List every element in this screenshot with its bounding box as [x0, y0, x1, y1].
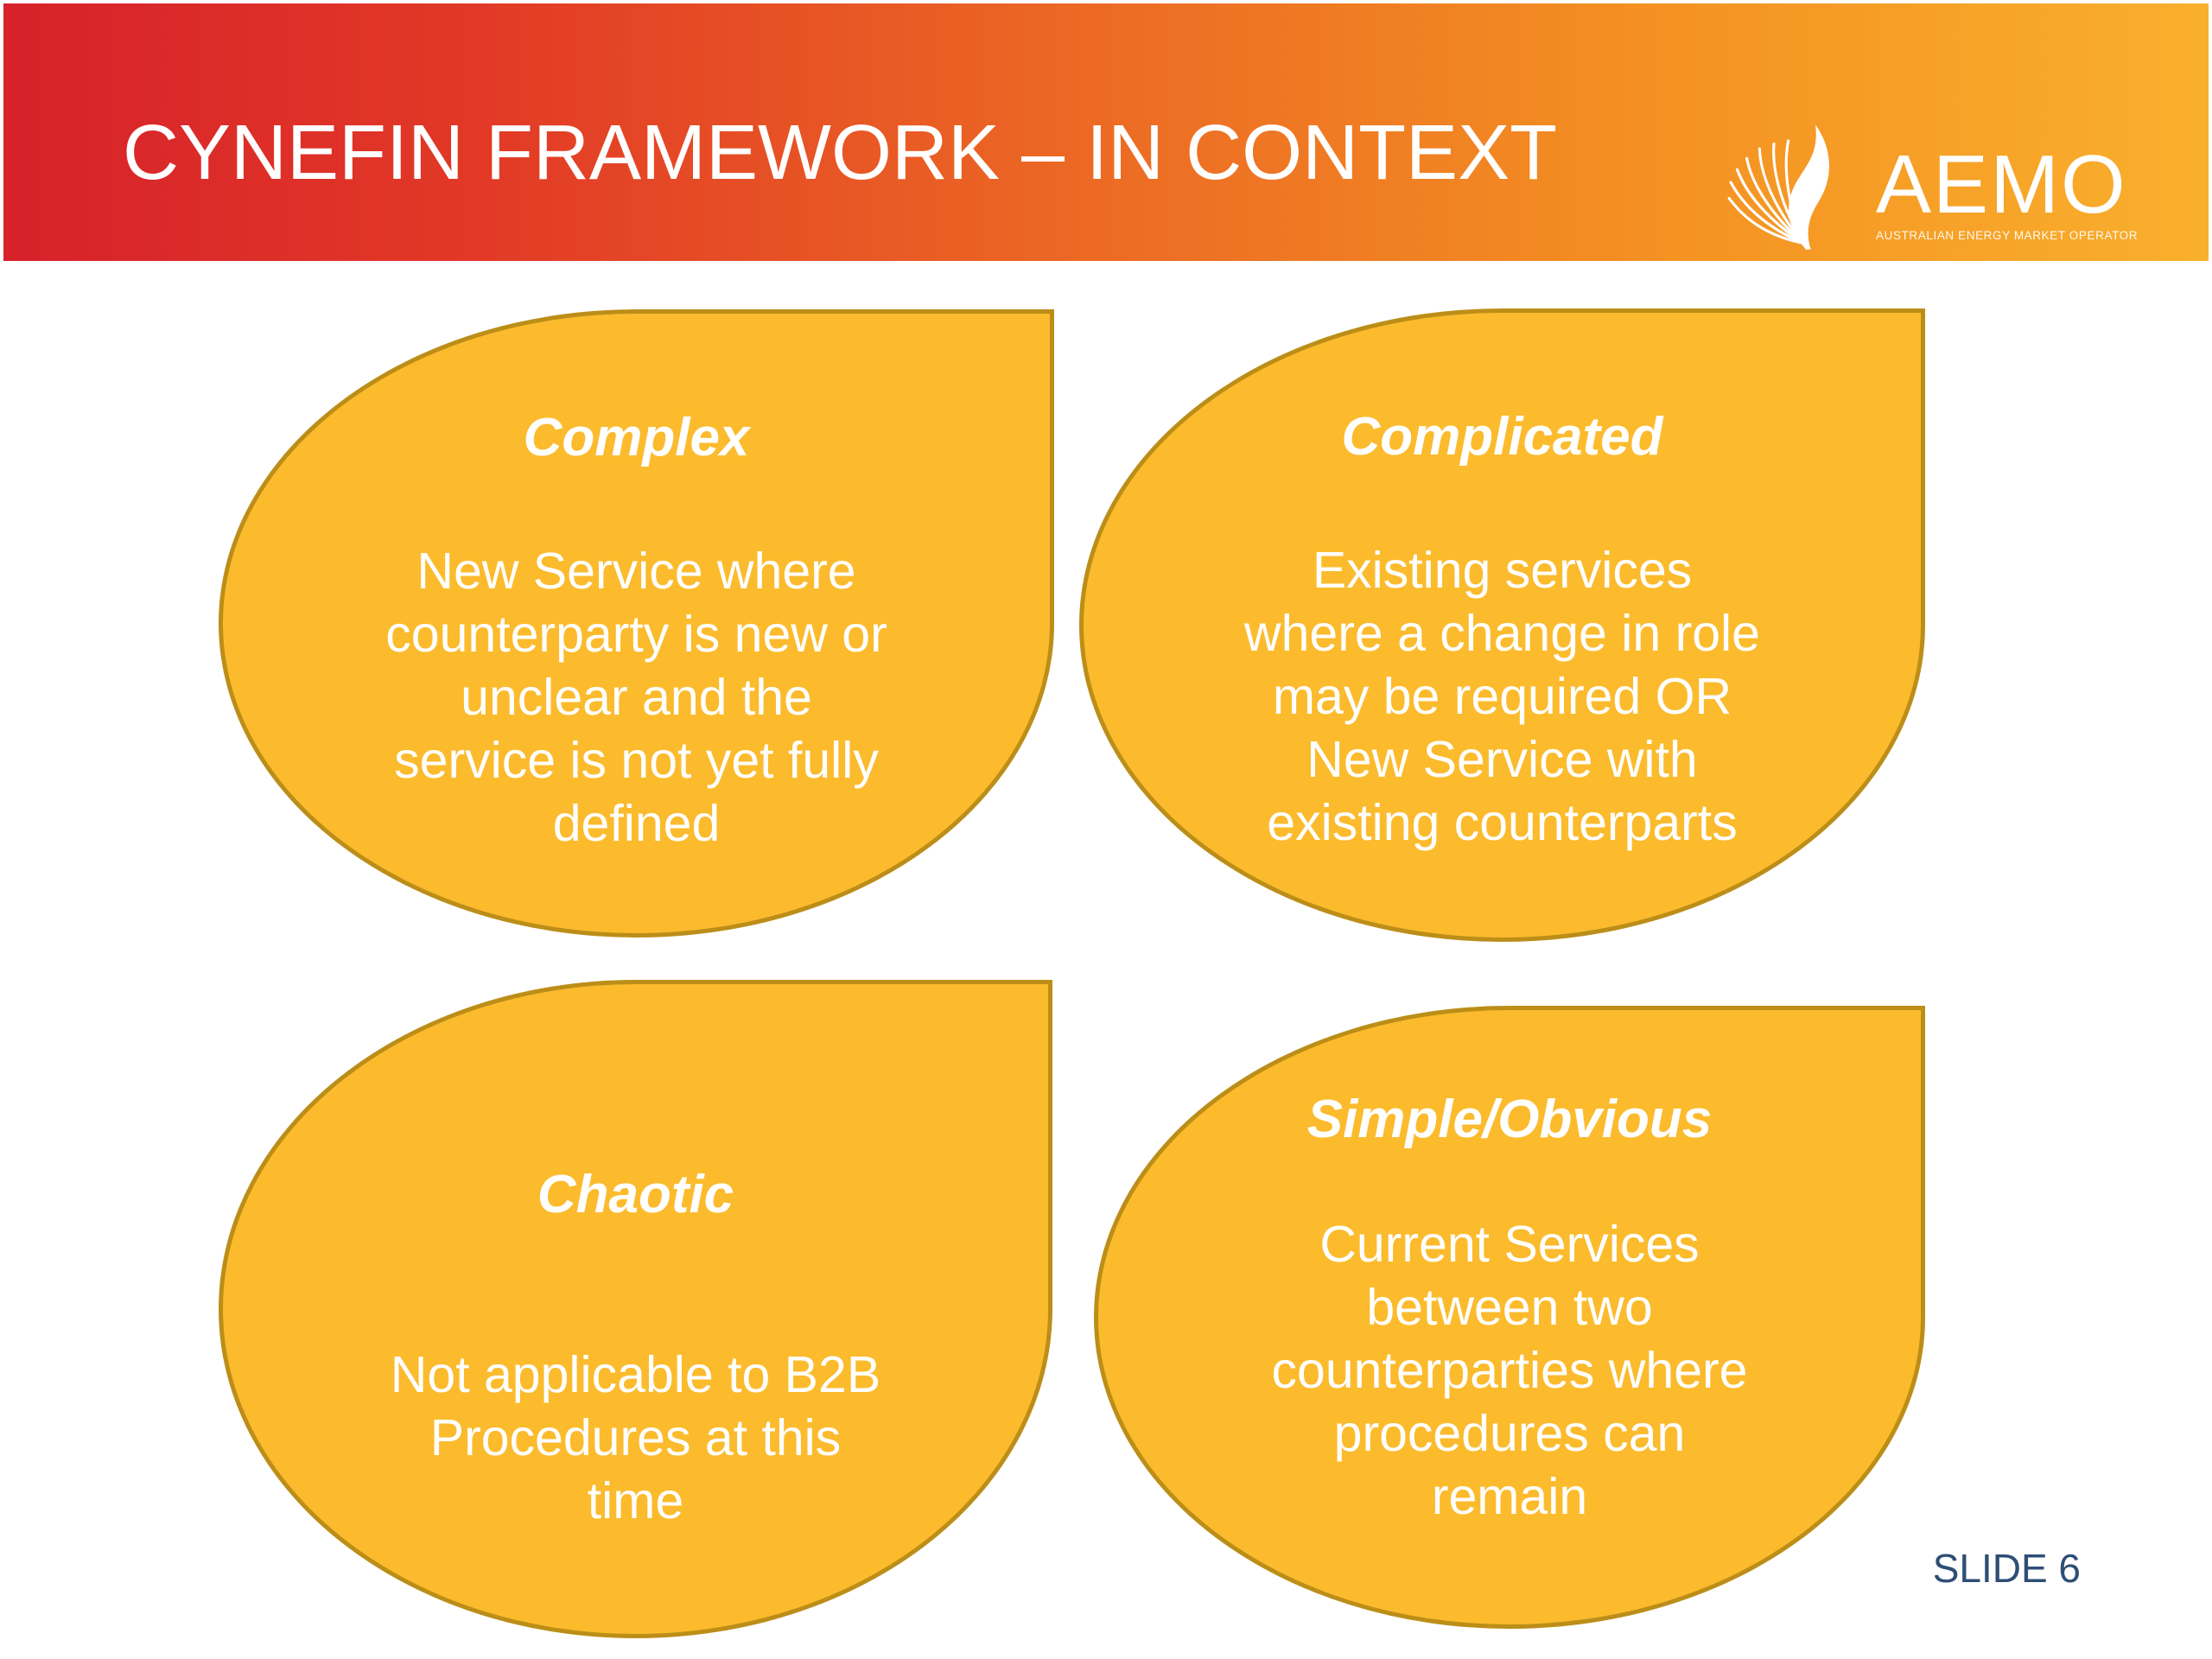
aemo-logo-tagline: AUSTRALIAN ENERGY MARKET OPERATOR [1876, 229, 2139, 242]
quadrant-body: New Service where counterparty is new or… [385, 543, 887, 852]
slide-number: SLIDE 6 [1932, 1546, 2081, 1591]
aemo-logo-name: AEMO [1876, 138, 2127, 231]
aemo-logo-text: AEMO AUSTRALIAN ENERGY MARKET OPERATOR [1876, 138, 2139, 243]
quadrant-complicated: Complicated Existing services where a ch… [1079, 308, 1925, 942]
aemo-swan-icon [1727, 124, 1829, 250]
quadrant-title: Complex [523, 408, 750, 467]
quadrant-body: Current Services between two counterpart… [1271, 1216, 1748, 1525]
header-band: CYNEFIN FRAMEWORK – IN CONTEXT AEMO AUST… [3, 3, 2209, 261]
quadrant-title: Chaotic [537, 1165, 734, 1224]
quadrant-simple-obvious: Simple/Obvious Current Services between … [1094, 1006, 1925, 1629]
quadrant-body: Not applicable to B2B Procedures at this… [390, 1346, 881, 1529]
page-title: CYNEFIN FRAMEWORK – IN CONTEXT [123, 110, 1558, 196]
quadrant-title: Simple/Obvious [1306, 1090, 1713, 1149]
quadrant-title: Complicated [1341, 407, 1663, 467]
quadrant-chaotic: Chaotic Not applicable to B2B Procedures… [219, 980, 1052, 1638]
aemo-logo: AEMO AUSTRALIAN ENERGY MARKET OPERATOR [1710, 100, 2139, 269]
quadrant-body: Existing services where a change in role… [1244, 542, 1760, 851]
quadrant-complex: Complex New Service where counterparty i… [219, 309, 1054, 938]
